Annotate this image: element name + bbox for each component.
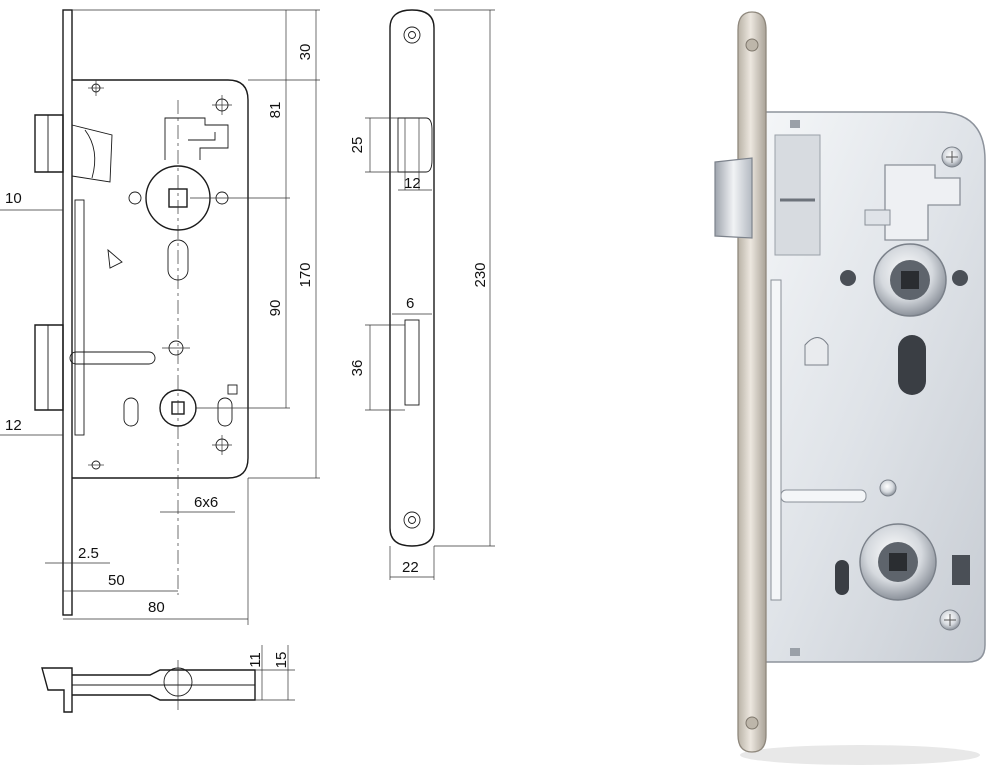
- mortise-lock-icon: [714, 11, 986, 765]
- faceplate-strip: [737, 11, 767, 753]
- dim-6x6: 6x6: [194, 494, 218, 511]
- dim-2-5: 2.5: [78, 545, 99, 562]
- side-view: 30 81 170 90 10 12 6x6 2.5 50 80: [0, 9, 320, 625]
- dim-15: 15: [273, 652, 290, 669]
- dim-36: 36: [349, 360, 366, 377]
- top-view: 11 15: [41, 645, 295, 713]
- dim-80: 80: [148, 599, 165, 616]
- dim-50: 50: [108, 572, 125, 589]
- dim-30: 30: [297, 44, 314, 61]
- latch-bolt-photo: [714, 157, 753, 239]
- dim-22: 22: [402, 559, 419, 576]
- dim-25: 25: [349, 137, 366, 154]
- side-dimensions: 30 81 170 90 10 12 6x6 2.5 50 80: [0, 9, 320, 625]
- dim-11: 11: [247, 652, 264, 668]
- dim-12-front: 12: [404, 175, 421, 192]
- dead-bolt: [34, 324, 64, 411]
- faceplate-outline: [389, 9, 435, 547]
- front-view: 230 25 12 6 36 22: [349, 9, 495, 580]
- forend-strip: [62, 9, 73, 616]
- dim-10: 10: [5, 190, 22, 207]
- dim-90: 90: [267, 300, 284, 317]
- dim-12-left: 12: [5, 417, 22, 434]
- lock-case-outline: [72, 79, 249, 479]
- dim-230: 230: [472, 262, 489, 287]
- dim-81: 81: [267, 102, 284, 119]
- latch-bolt: [34, 114, 64, 173]
- dim-170: 170: [297, 262, 314, 287]
- dim-6: 6: [406, 295, 414, 312]
